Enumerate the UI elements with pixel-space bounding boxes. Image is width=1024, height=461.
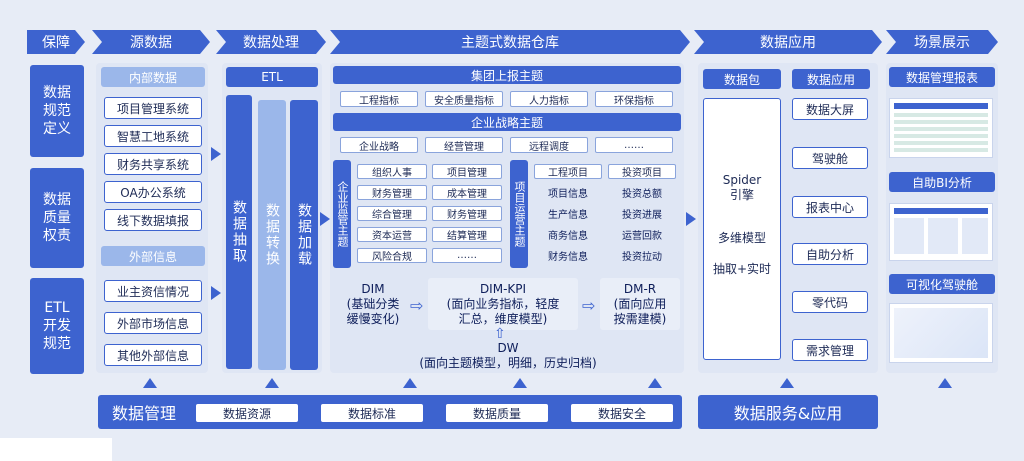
strategy-topic-title: 企业战略主题 [333,113,681,131]
data-package-title: 数据包 [703,69,781,89]
multi-dim-model-label: 多维模型 [717,231,766,245]
supervision-item: 财务管理 [432,206,502,221]
guarantee-etl: ETL 开发 规范 [30,278,84,374]
operation-item: 投资进展 [622,210,662,221]
app-item[interactable]: 报表中心 [792,196,868,218]
scene-thumbnail-report[interactable] [889,98,993,158]
strategy-topic-item: 经营管理 [425,137,503,153]
dw-layer: DW (面向主题模型，明细，历史归档) [419,341,597,370]
arrow-up-icon [265,378,279,388]
dm-r-layer: DM-R (面向应用 按需建模) [600,278,680,330]
header-source: 源数据 [92,30,210,54]
mgmt-item[interactable]: 数据质量 [445,403,549,423]
mgmt-item[interactable]: 数据标准 [320,403,424,423]
internal-item: 项目管理系统 [104,97,202,119]
process-load: 数据加载 [290,100,318,370]
data-management-title: 数据管理 [112,404,177,423]
group-topic-item: 环保指标 [595,91,673,107]
arrow-up-icon [513,378,527,388]
data-service-bar: 数据服务&应用 [698,395,878,429]
scene-title: 自助BI分析 [889,172,995,192]
operation-item: 财务信息 [548,252,588,263]
supervision-topic-label: 企业监管主题 [333,160,351,268]
external-data-title: 外部信息 [101,246,205,266]
header-processing: 数据处理 [216,30,326,54]
arrow-right-icon [320,212,330,226]
strategy-topic-item: …… [595,137,673,153]
mgmt-item[interactable]: 数据资源 [195,403,299,423]
operation-item: 商务信息 [548,231,588,242]
internal-item: OA办公系统 [104,181,202,203]
arrow-up-icon [648,378,662,388]
external-item: 其他外部信息 [104,344,202,366]
operation-item: 运营回款 [622,231,662,242]
internal-item: 财务共享系统 [104,153,202,175]
external-item: 业主资信情况 [104,280,202,302]
supervision-item: 综合管理 [357,206,427,221]
scene-thumbnail-bi[interactable] [889,203,993,261]
process-extract: 数据抽取 [226,95,252,369]
internal-item: 线下数据填报 [104,209,202,231]
header-scenes: 场景展示 [886,30,998,54]
app-item[interactable]: 需求管理 [792,339,868,361]
internal-item: 智慧工地系统 [104,125,202,147]
guarantee-definition: 数据 规范 定义 [30,65,84,157]
app-item[interactable]: 零代码 [792,291,868,313]
supervision-item: 财务管理 [357,185,427,200]
header-warehouse: 主题式数据仓库 [330,30,690,54]
app-item[interactable]: 驾驶舱 [792,147,868,169]
operation-item: 投资总额 [622,189,662,200]
internal-data-title: 内部数据 [101,67,205,87]
supervision-item: 风险合规 [357,248,427,263]
group-topic-item: 工程指标 [340,91,418,107]
operation-item: 投资项目 [608,164,676,179]
scene-thumbnail-cockpit[interactable] [889,303,993,363]
spider-engine-label: Spider 引擎 [722,173,762,202]
scene-title: 数据管理报表 [889,67,995,87]
arrow-right-icon [211,286,221,300]
arrow-right-icon: ⇨ [410,296,424,315]
mgmt-item[interactable]: 数据安全 [570,403,674,423]
supervision-item: 成本管理 [432,185,502,200]
operation-item: 工程项目 [534,164,602,179]
operation-item: 生产信息 [548,210,588,221]
app-item[interactable]: 数据大屏 [792,98,868,120]
strategy-topic-item: 企业战略 [340,137,418,153]
data-apps-title: 数据应用 [792,69,870,89]
supervision-item: 组织人事 [357,164,427,179]
operation-topic-label: 项目运营主题 [510,160,528,268]
group-topic-title: 集团上报主题 [333,66,681,84]
process-transform: 数据转换 [258,100,286,370]
arrow-up-icon [780,378,794,388]
etl-title: ETL [226,67,318,87]
supervision-item: 资本运营 [357,227,427,242]
arrow-up-icon [143,378,157,388]
corner-panel [0,438,112,461]
app-item[interactable]: 自助分析 [792,243,868,265]
supervision-item: 结算管理 [432,227,502,242]
guarantee-quality: 数据 质量 权责 [30,168,84,268]
group-topic-item: 人力指标 [510,91,588,107]
arrow-right-icon [211,147,221,161]
arrow-up-icon: ⇧ [494,326,506,342]
header-guarantee: 保障 [27,30,85,54]
arrow-right-icon [686,212,696,226]
operation-item: 投资拉动 [622,252,662,263]
arrow-up-icon [403,378,417,388]
external-item: 外部市场信息 [104,312,202,334]
supervision-item: …… [432,248,502,263]
arrow-right-icon: ⇨ [582,296,596,315]
spider-engine-box: Spider 引擎 多维模型 抽取+实时 [703,98,781,360]
header-application: 数据应用 [694,30,882,54]
dim-layer: DIM (基础分类 缓慢变化) [346,281,400,326]
arrow-up-icon [938,378,952,388]
scene-title: 可视化驾驶舱 [889,274,995,294]
operation-item: 项目信息 [548,189,588,200]
supervision-item: 项目管理 [432,164,502,179]
group-topic-item: 安全质量指标 [425,91,503,107]
strategy-topic-item: 远程调度 [510,137,588,153]
extract-realtime-label: 抽取+实时 [712,262,772,276]
dim-kpi-layer: DIM-KPI (面向业务指标，轻度 汇总，维度模型) [428,278,578,330]
